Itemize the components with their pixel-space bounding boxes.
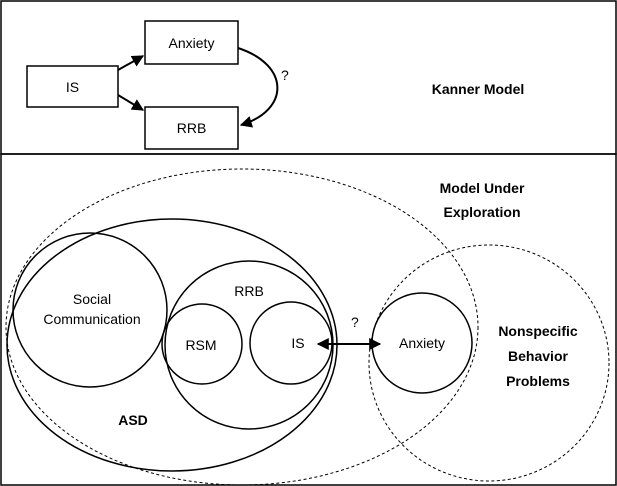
nonspecific-dashed-ellipse <box>368 244 610 482</box>
kanner-rrb-node: RRB <box>144 106 239 150</box>
is-label: IS <box>291 335 304 351</box>
kanner-is-node: IS <box>26 65 119 108</box>
asd-dashed-ellipse <box>5 168 479 486</box>
kanner-anxiety-label: Anxiety <box>169 35 215 51</box>
social-label-line2: Communication <box>43 311 140 327</box>
exploration-panel <box>0 153 617 486</box>
social-communication-circle <box>12 232 168 388</box>
rsm-circle <box>161 303 243 385</box>
exploration-title-line1: Model Under <box>440 180 525 196</box>
kanner-rrb-label: RRB <box>177 120 207 136</box>
is-to-rrb-arrow <box>117 94 145 111</box>
is-to-anxiety-arrow <box>117 55 145 71</box>
asd-label: ASD <box>118 412 148 428</box>
nonspecific-label-line3: Problems <box>506 373 570 389</box>
kanner-question-mark: ? <box>281 67 289 83</box>
kanner-anxiety-node: Anxiety <box>144 20 239 65</box>
exploration-title-line2: Exploration <box>443 204 520 220</box>
asd-ellipse <box>6 218 338 472</box>
social-label-line1: Social <box>73 291 111 307</box>
anxiety-label: Anxiety <box>399 335 445 351</box>
exploration-question-mark: ? <box>351 314 359 330</box>
rrb-label: RRB <box>234 283 264 299</box>
nonspecific-label-line2: Behavior <box>508 348 568 364</box>
rsm-label: RSM <box>185 337 216 353</box>
kanner-model-title: Kanner Model <box>432 81 525 97</box>
nonspecific-label-line1: Nonspecific <box>498 323 578 339</box>
anxiety-to-rrb-curved-arrow <box>237 47 279 128</box>
kanner-is-label: IS <box>66 79 79 95</box>
